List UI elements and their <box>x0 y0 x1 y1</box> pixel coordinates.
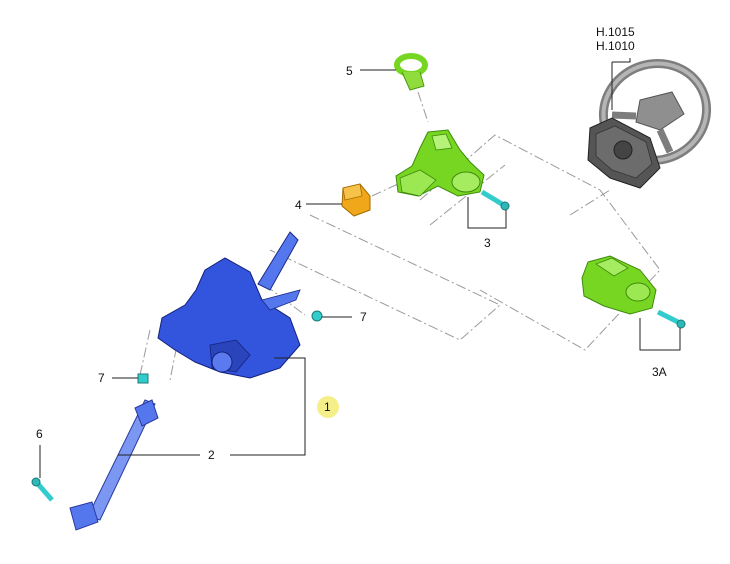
highlight-circle <box>317 396 339 418</box>
part-5-ring <box>394 53 428 91</box>
part-3a-module <box>581 255 657 315</box>
leader-lines <box>39 58 681 478</box>
callout-3a: 3A <box>652 365 667 379</box>
callout-7-right: 7 <box>360 310 367 324</box>
callout-4: 4 <box>295 198 302 212</box>
part-7-nut-right <box>311 310 323 322</box>
part-3-switch-housing <box>395 129 485 197</box>
part-3-screw <box>480 189 510 211</box>
part-4-lock-cylinder <box>341 183 371 217</box>
callout-2: 2 <box>208 448 215 462</box>
steering-wheel-icon <box>598 59 712 165</box>
callout-7-left: 7 <box>98 371 105 385</box>
ref-label-top: H.1015 <box>596 25 635 39</box>
steering-column-icon <box>157 231 301 379</box>
part-6-bolt <box>31 477 54 502</box>
callout-3: 3 <box>484 236 491 250</box>
callout-6: 6 <box>36 427 43 441</box>
part-3a-screw <box>656 309 686 329</box>
ref-label-bottom: H.1010 <box>596 39 635 53</box>
callout-5: 5 <box>346 64 353 78</box>
intermediate-shaft-icon <box>69 399 159 531</box>
clockspring-icon <box>587 117 661 189</box>
part-7-nut-left <box>137 373 149 384</box>
callout-1: 1 <box>324 400 331 414</box>
